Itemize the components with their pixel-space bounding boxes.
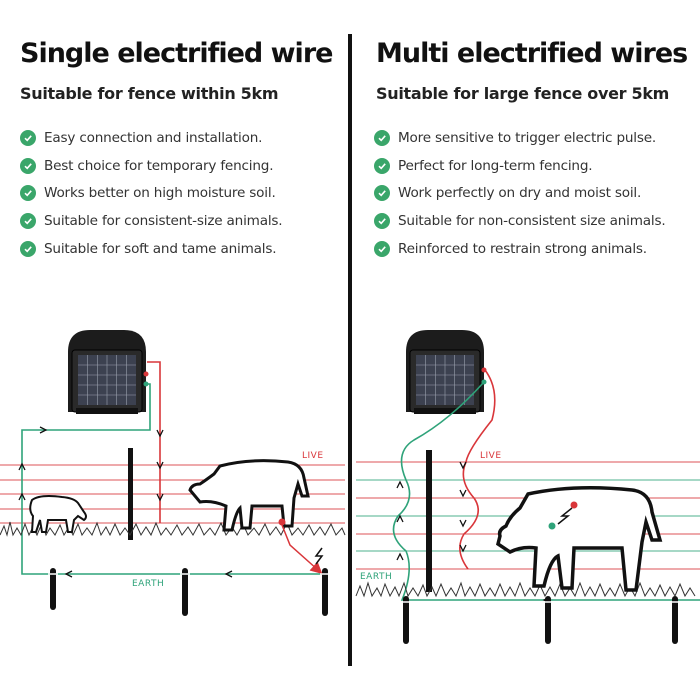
fence-post: [128, 448, 133, 540]
feature-item: Best choice for temporary fencing.: [20, 152, 282, 180]
feature-item: Work perfectly on dry and moist soil.: [374, 180, 666, 208]
check-circle-icon: [374, 129, 390, 146]
feature-item: Easy connection and installation.: [20, 124, 282, 152]
feature-item: Suitable for soft and tame animals.: [20, 235, 282, 263]
live-label: LIVE: [480, 451, 502, 461]
multi-wire-panel: Multi electrified wires Suitable for lar…: [350, 0, 700, 700]
feature-text: Perfect for long-term fencing.: [398, 157, 593, 174]
feature-item: Works better on high moisture soil.: [20, 180, 282, 208]
feature-item: Suitable for non-consistent size animals…: [374, 207, 666, 235]
check-circle-icon: [20, 185, 36, 202]
multi-wire-diagram: [355, 330, 700, 644]
check-circle-icon: [374, 185, 390, 202]
feature-text: Suitable for soft and tame animals.: [44, 241, 277, 258]
single-wire-subtitle: Suitable for fence within 5km: [20, 84, 279, 103]
feature-text: Work perfectly on dry and moist soil.: [398, 185, 642, 202]
live-connection: [147, 361, 161, 523]
check-circle-icon: [20, 241, 36, 258]
feature-item: Perfect for long-term fencing.: [374, 152, 666, 180]
feature-text: Works better on high moisture soil.: [44, 185, 276, 202]
single-wire-panel: Single electrified wire Suitable for fen…: [0, 38, 346, 616]
single-wire-title: Single electrified wire: [20, 38, 333, 69]
ground-stake-icon: [670, 596, 680, 644]
solar-energiser-icon: [406, 330, 487, 414]
check-circle-icon: [374, 157, 390, 174]
feature-item: Reinforced to restrain strong animals.: [374, 235, 666, 263]
single-wire-feature-list: Easy connection and installation. Best c…: [20, 124, 283, 263]
feature-item: Suitable for consistent-size animals.: [20, 207, 283, 235]
live-label: LIVE: [302, 451, 324, 461]
fence-post: [426, 450, 432, 592]
ground-stake-icon: [180, 568, 190, 616]
single-wire-diagram: [0, 330, 346, 616]
check-circle-icon: [20, 213, 36, 230]
multi-wire-subtitle: Suitable for large fence over 5km: [376, 84, 670, 103]
check-circle-icon: [374, 213, 390, 230]
ground-stake-icon: [401, 596, 411, 644]
check-circle-icon: [374, 241, 390, 258]
ground-stake-icon: [320, 568, 330, 616]
ground-stake-icon: [543, 596, 553, 644]
earth-label: EARTH: [132, 579, 165, 589]
feature-text: More sensitive to trigger electric pulse…: [398, 129, 657, 146]
feature-text: Best choice for temporary fencing.: [44, 157, 274, 174]
multi-wire-feature-list: More sensitive to trigger electric pulse…: [374, 124, 666, 263]
earth-connection: [21, 383, 326, 575]
solar-energiser-icon: [68, 330, 149, 414]
live-connection: [459, 369, 496, 570]
check-circle-icon: [20, 129, 36, 146]
check-circle-icon: [20, 157, 36, 174]
feature-item: More sensitive to trigger electric pulse…: [374, 124, 666, 152]
panel-divider: [348, 34, 352, 666]
earth-label: EARTH: [360, 572, 393, 582]
feature-text: Suitable for non-consistent size animals…: [398, 213, 666, 230]
lightning-icon: [314, 547, 324, 565]
earth-connection: [392, 381, 700, 601]
cow-icon: [29, 495, 87, 533]
lightning-icon: [557, 507, 573, 525]
cow-icon: [496, 486, 663, 592]
cow-icon: [188, 459, 310, 532]
feature-text: Easy connection and installation.: [44, 129, 263, 146]
feature-text: Reinforced to restrain strong animals.: [398, 241, 647, 258]
feature-text: Suitable for consistent-size animals.: [44, 213, 283, 230]
multi-wire-title: Multi electrified wires: [376, 38, 688, 69]
ground-stake-icon: [48, 568, 58, 610]
